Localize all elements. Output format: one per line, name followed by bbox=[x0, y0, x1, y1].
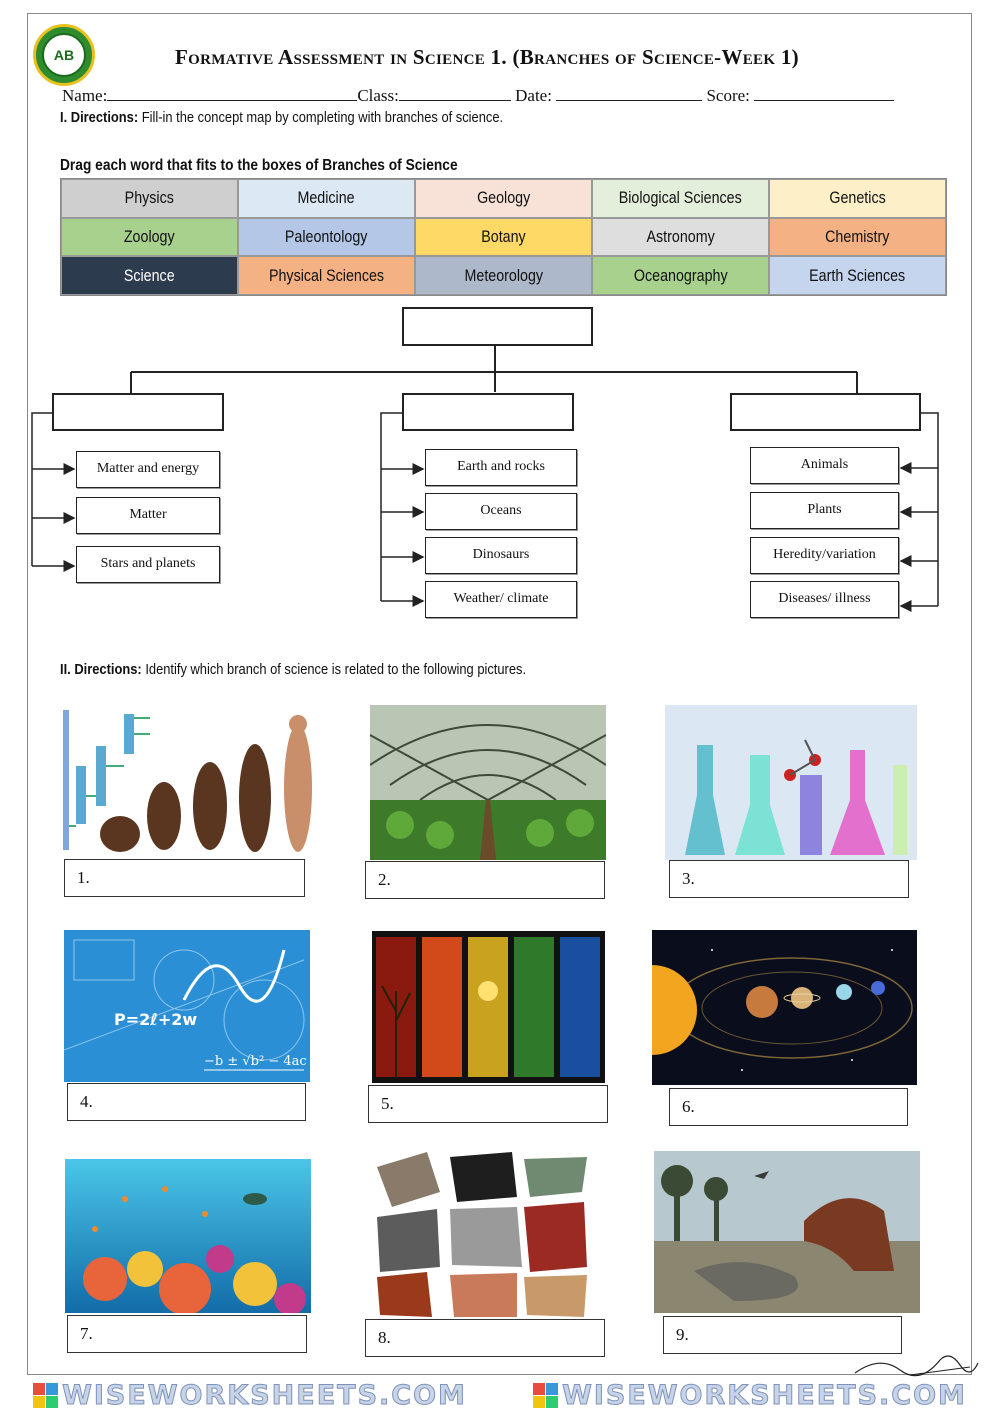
answer-box-6[interactable]: 6. bbox=[669, 1088, 908, 1126]
word-chip-label: Earth Sciences bbox=[809, 265, 906, 285]
picture-2-greenhouse bbox=[370, 705, 606, 860]
word-chip-chemistry[interactable]: Chemistry bbox=[769, 217, 946, 257]
answer-box-5[interactable]: 5. bbox=[368, 1085, 608, 1123]
leaf-matter: Matter bbox=[76, 497, 220, 534]
word-chip-label: Paleontology bbox=[285, 226, 368, 246]
svg-text:P=2ℓ+2w: P=2ℓ+2w bbox=[114, 1010, 197, 1029]
word-chip-label: Biological Sciences bbox=[618, 188, 743, 208]
leaf-animals: Animals bbox=[750, 447, 899, 484]
score-label: Score: bbox=[706, 86, 750, 105]
leaf-oceans: Oceans bbox=[425, 493, 577, 530]
word-chip-label: Genetics bbox=[829, 188, 886, 208]
picture-4-physics-formulas: P=2ℓ+2w −b ± √b² − 4ac bbox=[64, 930, 310, 1082]
picture-3-chemistry-glassware bbox=[665, 705, 917, 860]
word-chip-physics[interactable]: Physics bbox=[61, 179, 238, 218]
word-chip-label: Science bbox=[124, 265, 175, 285]
word-chip-label: Geology bbox=[476, 188, 531, 208]
part2-text: Identify which branch of science is rela… bbox=[145, 661, 527, 678]
date-field[interactable] bbox=[556, 100, 703, 101]
class-field[interactable] bbox=[398, 100, 511, 101]
answer-box-8[interactable]: 8. bbox=[365, 1319, 605, 1357]
footer-logo-right: WISEWORKSHEETS.COM bbox=[533, 1379, 967, 1411]
word-chip-label: Chemistry bbox=[825, 226, 890, 246]
name-label: Name: bbox=[62, 86, 108, 105]
part1-number: I. Directions: bbox=[60, 109, 139, 126]
concept-middle-box[interactable] bbox=[402, 393, 574, 431]
wise-icon bbox=[33, 1382, 59, 1408]
part1-directions: I. Directions: Fill-in the concept map b… bbox=[60, 109, 503, 126]
word-chip-label: Oceanography bbox=[633, 265, 728, 285]
picture-6-solar-system bbox=[652, 930, 917, 1085]
word-chip-label: Physical Sciences bbox=[268, 265, 385, 285]
leaf-heredity-variation: Heredity/variation bbox=[750, 537, 899, 574]
footer-brand-left: WISEWORKSHEETS.COM bbox=[62, 1379, 467, 1411]
word-bank: Physics Medicine Geology Biological Science… bbox=[60, 178, 947, 296]
word-chip-genetics[interactable]: Genetics bbox=[769, 179, 946, 218]
picture-1-evolution bbox=[60, 706, 320, 858]
word-chip-paleontology[interactable]: Paleontology bbox=[238, 217, 415, 257]
word-chip-earth-sciences[interactable]: Earth Sciences bbox=[769, 256, 946, 295]
concept-right-box[interactable] bbox=[730, 393, 921, 431]
worksheet-border bbox=[27, 13, 972, 1375]
word-bank-caption: Drag each word that fits to the boxes of… bbox=[60, 157, 458, 174]
name-field[interactable] bbox=[107, 100, 358, 101]
answer-box-3[interactable]: 3. bbox=[669, 860, 909, 898]
word-chip-label: Physics bbox=[124, 188, 175, 208]
word-chip-science[interactable]: Science bbox=[61, 256, 238, 295]
picture-7-coral-reef bbox=[65, 1159, 311, 1313]
word-chip-astronomy[interactable]: Astronomy bbox=[592, 217, 769, 257]
picture-9-dinosaurs bbox=[654, 1151, 920, 1313]
date-label: Date: bbox=[515, 86, 552, 105]
picture-5-seasons-strips bbox=[372, 931, 605, 1083]
answer-box-1[interactable]: 1. bbox=[64, 859, 305, 897]
word-chip-label: Zoology bbox=[124, 226, 175, 246]
part1-text: Fill-in the concept map by completing wi… bbox=[141, 109, 504, 126]
concept-map-lines bbox=[31, 346, 939, 612]
leaf-matter-and-energy: Matter and energy bbox=[76, 451, 220, 488]
leaf-dinosaurs: Dinosaurs bbox=[425, 537, 577, 574]
word-chip-oceanography[interactable]: Oceanography bbox=[592, 256, 769, 295]
word-chip-label: Botany bbox=[481, 226, 526, 246]
svg-text:−b ± √b² − 4ac: −b ± √b² − 4ac bbox=[204, 1054, 307, 1069]
word-chip-biological-sciences[interactable]: Biological Sciences bbox=[592, 179, 769, 218]
leaf-weather-climate: Weather/ climate bbox=[425, 581, 577, 618]
score-field[interactable] bbox=[754, 100, 895, 101]
part2-number: II. Directions: bbox=[60, 661, 142, 678]
word-chip-medicine[interactable]: Medicine bbox=[238, 179, 415, 218]
concept-root-box[interactable] bbox=[402, 307, 593, 346]
picture-8-rock-samples bbox=[372, 1147, 595, 1319]
answer-box-9[interactable]: 9. bbox=[663, 1316, 902, 1354]
footer-logo-left: WISEWORKSHEETS.COM bbox=[33, 1379, 467, 1411]
footer-watermark: WISEWORKSHEETS.COM WISEWORKSHEETS.COM bbox=[0, 1378, 1000, 1412]
answer-box-4[interactable]: 4. bbox=[67, 1083, 306, 1121]
word-chip-label: Meteorology bbox=[464, 265, 543, 285]
worksheet-title: Formative Assessment in Science 1. (Bran… bbox=[175, 45, 799, 69]
leaf-plants: Plants bbox=[750, 492, 899, 529]
class-label: Class: bbox=[357, 86, 399, 105]
word-chip-physical-sciences[interactable]: Physical Sciences bbox=[238, 256, 415, 295]
word-chip-botany[interactable]: Botany bbox=[415, 217, 592, 257]
teacher-signature bbox=[854, 1355, 979, 1377]
word-chip-label: Medicine bbox=[297, 188, 356, 208]
school-logo: AB bbox=[33, 24, 95, 86]
logo-text: AB bbox=[42, 33, 86, 77]
leaf-stars-and-planets: Stars and planets bbox=[76, 546, 220, 583]
concept-left-box[interactable] bbox=[52, 393, 224, 431]
student-info-line: Name: Class: Date: Score: bbox=[62, 86, 895, 106]
leaf-earth-and-rocks: Earth and rocks bbox=[425, 449, 577, 486]
word-chip-geology[interactable]: Geology bbox=[415, 179, 592, 218]
part2-directions: II. Directions: Identify which branch of… bbox=[60, 661, 526, 678]
answer-box-7[interactable]: 7. bbox=[67, 1315, 307, 1353]
footer-brand-right: WISEWORKSHEETS.COM bbox=[562, 1379, 967, 1411]
leaf-diseases-illness: Diseases/ illness bbox=[750, 581, 899, 618]
answer-box-2[interactable]: 2. bbox=[365, 861, 605, 899]
word-chip-meteorology[interactable]: Meteorology bbox=[415, 256, 592, 295]
word-chip-zoology[interactable]: Zoology bbox=[61, 217, 238, 257]
word-chip-label: Astronomy bbox=[646, 226, 715, 246]
wise-icon bbox=[533, 1382, 559, 1408]
